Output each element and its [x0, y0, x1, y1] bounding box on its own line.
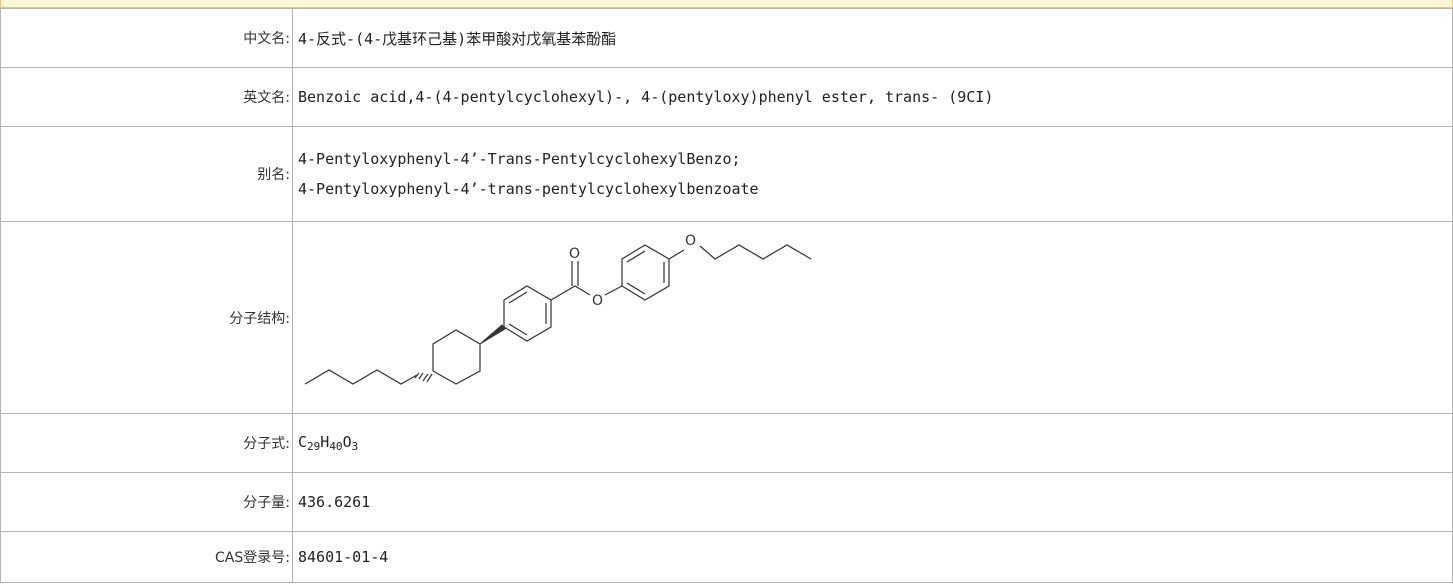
- ester-oxygen: O: [592, 293, 603, 309]
- label-structure: 分子结构:: [0, 221, 293, 414]
- cyclohexane-ring: [432, 328, 481, 385]
- value-weight: 436.6261: [292, 472, 1453, 532]
- alias-2: 4-Pentyloxyphenyl-4’-trans-pentylcyclohe…: [298, 180, 759, 198]
- label-aliases: 别名:: [0, 126, 293, 222]
- label-weight: 分子量:: [0, 472, 293, 532]
- value-cas: 84601-01-4: [292, 531, 1453, 583]
- value-formula: C29H40O3: [292, 413, 1453, 473]
- value-chinese-name: 4-反式-(4-戊基环己基)苯甲酸对戊氧基苯酚酯: [292, 8, 1453, 68]
- ether-oxygen: O: [685, 233, 696, 249]
- formula-h-count: 40: [329, 440, 343, 453]
- label-english-name: 英文名:: [0, 67, 293, 127]
- formula-c: C: [298, 433, 308, 451]
- row-cas: CAS登录号: 84601-01-4: [0, 531, 1453, 583]
- formula-c-count: 29: [307, 440, 321, 453]
- value-aliases: 4-Pentyloxyphenyl-4’-Trans-Pentylcyclohe…: [292, 126, 1453, 222]
- row-formula: 分子式: C29H40O3: [0, 413, 1453, 473]
- hashed-bond: [414, 372, 433, 382]
- row-english-name: 英文名: Benzoic acid,4-(4-pentylcyclohexyl)…: [0, 67, 1453, 127]
- benzene-ring-1: [503, 284, 552, 342]
- label-chinese-name: 中文名:: [0, 8, 293, 68]
- wedge-bond: [479, 323, 506, 344]
- formula-o-count: 3: [351, 440, 359, 453]
- label-cas: CAS登录号:: [0, 531, 293, 583]
- ester-bond: [550, 284, 591, 301]
- value-english-name: Benzoic acid,4-(4-pentylcyclohexyl)-, 4-…: [292, 67, 1453, 127]
- row-chinese-name: 中文名: 4-反式-(4-戊基环己基)苯甲酸对戊氧基苯酚酯: [0, 8, 1453, 68]
- carbonyl-oxygen: O: [569, 246, 580, 262]
- row-structure: 分子结构:: [0, 221, 1453, 414]
- row-weight: 分子量: 436.6261: [0, 472, 1453, 532]
- value-structure: O O O: [292, 221, 1453, 414]
- molecular-structure-image: O O O: [304, 233, 812, 385]
- benzene-ring-2: [621, 243, 670, 301]
- label-formula: 分子式:: [0, 413, 293, 473]
- alias-1: 4-Pentyloxyphenyl-4’-Trans-Pentylcyclohe…: [298, 150, 741, 168]
- formula-o: O: [342, 433, 352, 451]
- top-strip: [0, 0, 1453, 8]
- formula-h: H: [320, 433, 330, 451]
- property-table: 中文名: 4-反式-(4-戊基环己基)苯甲酸对戊氧基苯酚酯 英文名: Benzo…: [0, 8, 1453, 583]
- pentyl-chain-left: [304, 368, 418, 385]
- row-aliases: 别名: 4-Pentyloxyphenyl-4’-Trans-Pentylcyc…: [0, 126, 1453, 222]
- pentyl-chain-right: [699, 243, 812, 260]
